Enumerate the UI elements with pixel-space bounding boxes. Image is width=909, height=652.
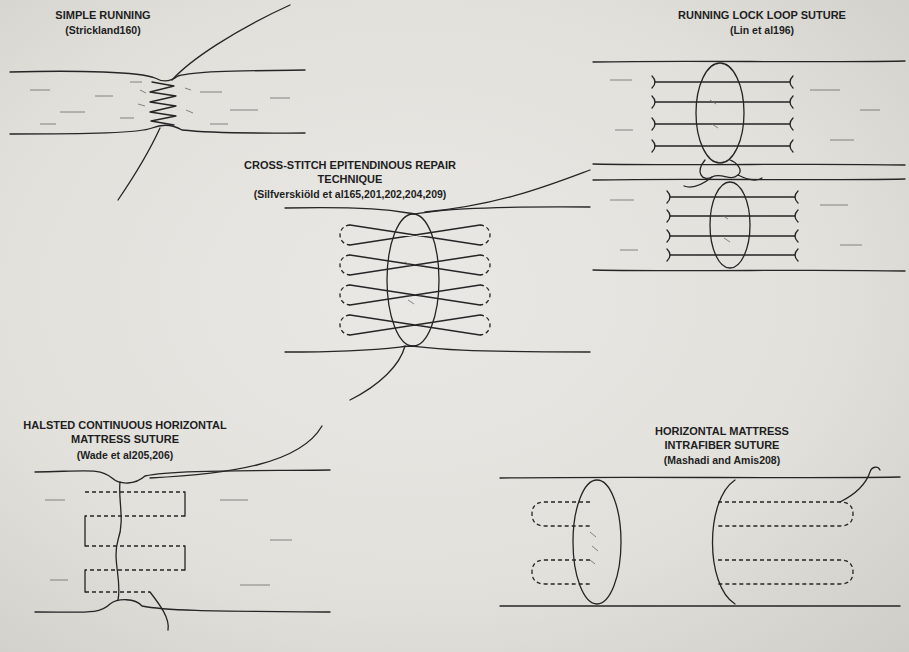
technique-title: RUNNING LOCK LOOP SUTURE — [622, 8, 902, 22]
technique-title: HALSTED CONTINUOUS HORIZONTAL MATTRESS S… — [18, 418, 233, 446]
cross-stitch-tendon — [285, 170, 590, 400]
citation: (Lin et al196) — [662, 23, 862, 37]
citation: (Strickland160) — [3, 23, 203, 37]
citation: (Mashadi and Amis208) — [622, 453, 822, 467]
citation: (Silfverskiöld et al165,201,202,204,209) — [200, 187, 500, 201]
citation: (Wade et al205,206) — [25, 448, 225, 462]
technique-title: CROSS-STITCH EPITENDINOUS REPAIR TECHNIQ… — [243, 158, 458, 186]
technique-title: HORIZONTAL MATTRESS INTRAFIBER SUTURE — [627, 424, 817, 452]
intrafiber-tendon — [500, 467, 900, 606]
technique-title: SIMPLE RUNNING — [3, 8, 203, 22]
running-lock-loop-tendons — [593, 61, 905, 271]
